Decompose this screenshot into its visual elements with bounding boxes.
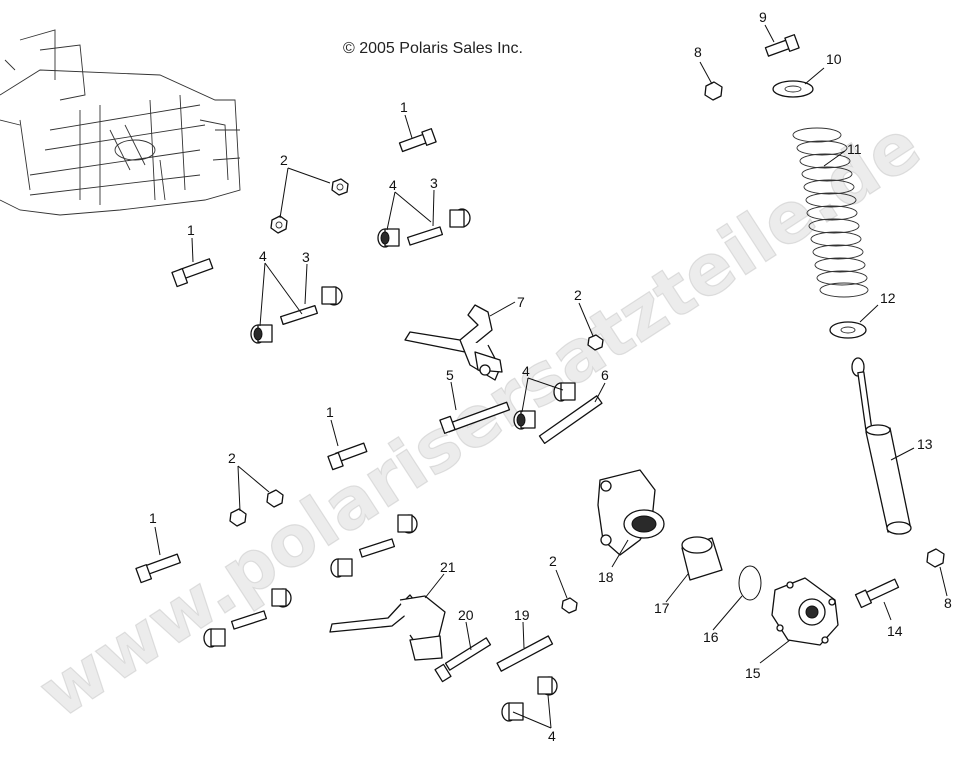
bolt-part-1a — [398, 128, 437, 153]
callout-21: 21 — [440, 559, 456, 575]
shock-absorber-part-13 — [851, 357, 912, 535]
washer-part-10 — [772, 80, 814, 98]
bolt-part-1c — [327, 442, 368, 471]
bolt-part-1d — [135, 553, 181, 584]
callout-1-lower-left: 1 — [149, 510, 157, 526]
lower-a-arm-part-21 — [329, 594, 446, 661]
callout-14: 14 — [887, 623, 903, 639]
upper-a-arm-part-7 — [404, 304, 503, 381]
tube-part-6 — [538, 395, 603, 445]
callout-9: 9 — [759, 9, 767, 25]
callout-2-lower-left: 2 — [228, 450, 236, 466]
bushing-set-lower-upper — [330, 514, 418, 578]
bolt-part-9 — [764, 34, 800, 57]
tube-part-19 — [496, 635, 554, 672]
callout-19: 19 — [514, 607, 530, 623]
bearing-carrier-part-18 — [597, 469, 665, 556]
bolt-part-20 — [434, 637, 492, 683]
callout-2-bottom: 2 — [549, 553, 557, 569]
copyright-notice: © 2005 Polaris Sales Inc. — [343, 40, 523, 57]
nut-part-2e — [561, 597, 578, 614]
callout-4-middle: 4 — [522, 363, 530, 379]
bolt-part-5 — [439, 401, 511, 434]
bushing-set-upper-right — [377, 208, 471, 248]
callout-12: 12 — [880, 290, 896, 306]
leader-lines — [154, 24, 948, 729]
nut-part-8a — [704, 81, 723, 101]
bearing-part-17 — [681, 536, 723, 581]
callout-8-top: 8 — [694, 44, 702, 60]
callout-2-right: 2 — [574, 287, 582, 303]
callout-4-upper: 4 — [389, 177, 397, 193]
spring-part-11 — [792, 127, 869, 298]
bushing-set-upper-left — [250, 286, 343, 344]
callout-20: 20 — [458, 607, 474, 623]
snap-ring-part-16 — [738, 565, 762, 601]
callout-18: 18 — [598, 569, 614, 585]
callout-17: 17 — [654, 600, 670, 616]
callout-2-top: 2 — [280, 152, 288, 168]
callout-numbers: 1 1 1 1 2 2 2 2 3 3 4 4 4 4 5 6 7 8 8 9 … — [149, 9, 952, 744]
bushing-set-bottom — [501, 676, 558, 722]
callout-1-top: 1 — [400, 99, 408, 115]
bushing-set-lower-lower — [203, 588, 292, 648]
callout-10: 10 — [826, 51, 842, 67]
callout-15: 15 — [745, 665, 761, 681]
nut-part-2b — [270, 215, 288, 234]
spring-retainer-part-12 — [829, 321, 867, 339]
callout-1-middle: 1 — [326, 404, 334, 420]
callout-5: 5 — [446, 367, 454, 383]
callout-4-left: 4 — [259, 248, 267, 264]
bolt-part-1b — [171, 258, 214, 288]
hub-part-15 — [771, 577, 839, 646]
callout-8-right: 8 — [944, 595, 952, 611]
callout-6: 6 — [601, 367, 609, 383]
callout-4-bottom: 4 — [548, 728, 556, 744]
callout-11: 11 — [847, 141, 862, 157]
nut-part-2a — [331, 178, 349, 196]
bushing-set-middle — [513, 382, 576, 430]
nut-part-2d — [229, 489, 284, 527]
bolt-part-14 — [854, 578, 900, 609]
callout-3-lower: 3 — [302, 249, 310, 265]
callout-16: 16 — [703, 629, 719, 645]
callout-13: 13 — [917, 436, 933, 452]
callout-1-left: 1 — [187, 222, 195, 238]
callout-7: 7 — [517, 294, 525, 310]
vehicle-frame — [0, 29, 241, 216]
nut-part-2c — [587, 334, 604, 351]
nut-part-8b — [926, 548, 945, 568]
callout-3-upper: 3 — [430, 175, 438, 191]
